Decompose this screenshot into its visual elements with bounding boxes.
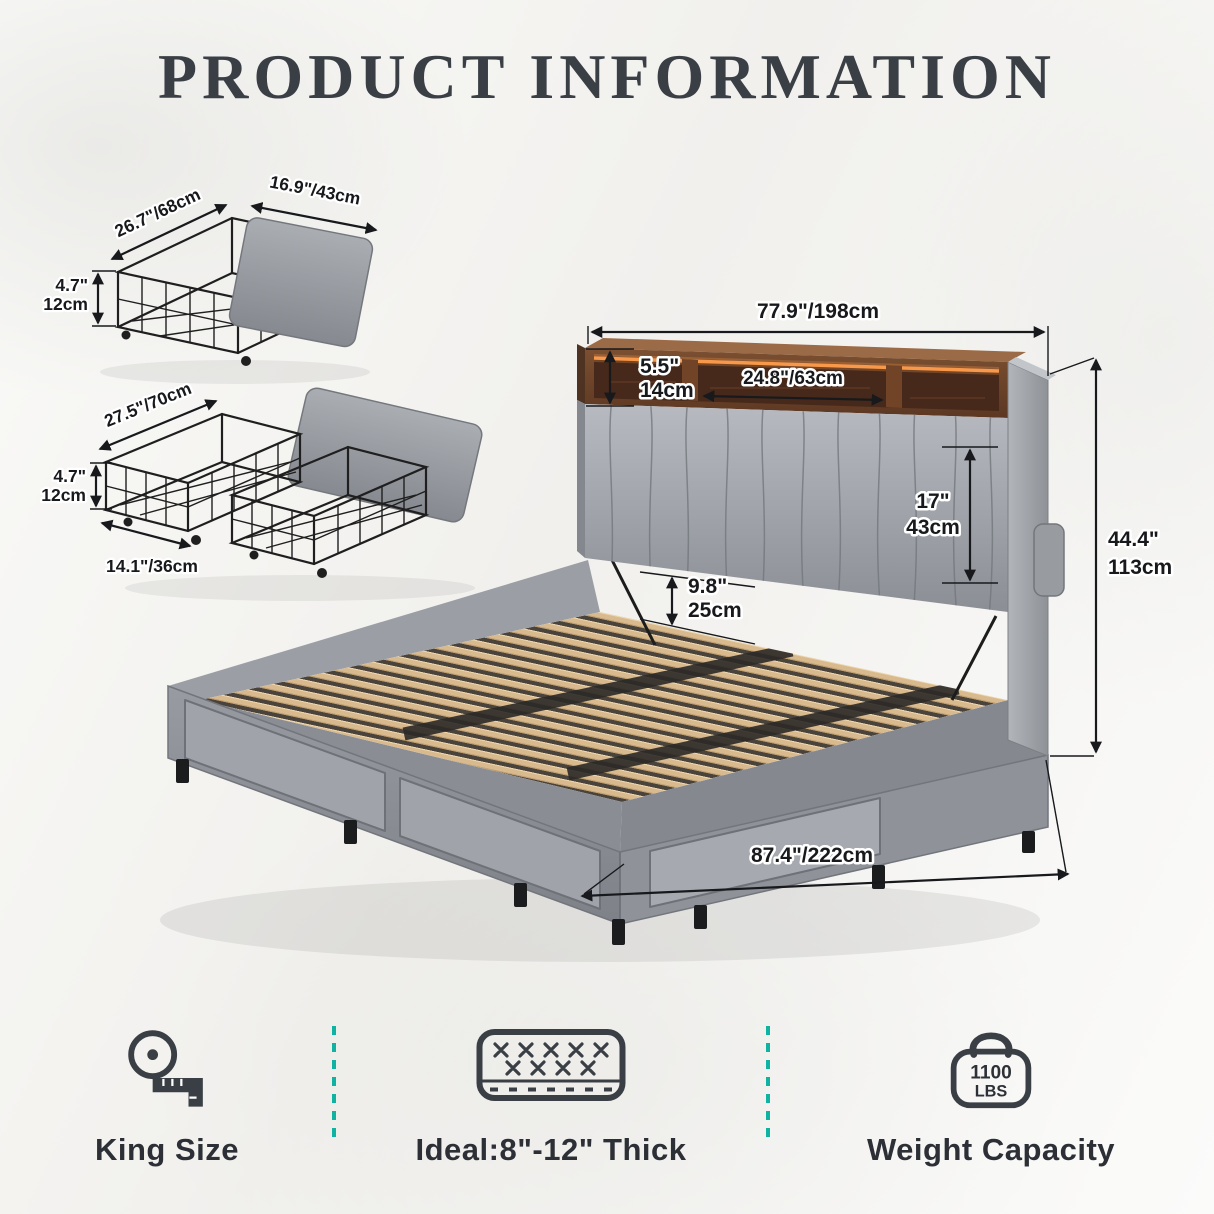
dim-headboard-height-cm: 43cm: [906, 516, 960, 539]
weight-badge-unit: LBS: [975, 1083, 1008, 1101]
dim-bed-width-label: 77.9"/198cm: [757, 300, 879, 323]
large-drawer-figure: 27.5"/70cm 4.7" 12cm 14.1"/36cm: [39, 376, 483, 601]
dim-large-drawer-width-label: 14.1"/36cm: [106, 556, 198, 576]
dim-bed-length: 87.4"/222cm: [580, 759, 1070, 902]
headboard-support-legs: [610, 559, 998, 701]
mattress-icon: [476, 1029, 626, 1101]
dim-shelf-height: 5.5" 14cm: [586, 348, 696, 407]
dim-small-drawer-height-in: 4.7": [55, 275, 88, 295]
dim-total-height: 44.4" 113cm: [1049, 357, 1175, 757]
dim-clearance-in: 9.8": [688, 575, 727, 598]
caster-wheel: [241, 356, 251, 366]
dim-shelf-height-cm: 14cm: [640, 379, 694, 402]
dim-large-drawer-depth-label: 27.5"/70cm: [101, 378, 194, 431]
dim-total-height-in: 44.4": [1108, 528, 1159, 551]
feature-weight-capacity-label: Weight Capacity: [866, 1132, 1116, 1167]
feature-mattress-label: Ideal:8"-12" Thick: [415, 1132, 687, 1167]
slat-platform: [200, 612, 1008, 802]
dim-large-drawer-width: 14.1"/36cm: [100, 519, 200, 578]
wood-grain: [610, 381, 985, 399]
drawer-front-panel: [228, 217, 374, 348]
dim-small-drawer-width-label: 16.9"/43cm: [268, 172, 362, 209]
dim-small-drawer-height: 4.7" 12cm: [41, 270, 116, 327]
caster-wheel: [121, 330, 131, 340]
dim-total-height-cm: 113cm: [1108, 556, 1172, 579]
weight-badge-value: 1100: [970, 1062, 1012, 1083]
divider-dashed: [766, 1026, 770, 1142]
shelf-top: [585, 338, 1026, 362]
cubby-divider: [886, 365, 902, 408]
dim-headboard-height-in: 17": [916, 490, 949, 513]
feature-king-size: King Size: [2, 1012, 332, 1168]
side-pillar-top: [1008, 357, 1056, 380]
dim-large-drawer-height: 4.7" 12cm: [39, 462, 112, 510]
dim-large-drawer-depth: 27.5"/70cm: [98, 376, 218, 451]
dim-clearance-cm: 25cm: [688, 599, 742, 622]
dim-cubby-width: 24.8"/63cm: [702, 366, 884, 406]
dim-large-drawer-height-cm: 12cm: [41, 485, 86, 505]
feature-king-size-label: King Size: [94, 1132, 239, 1167]
metal-rail: [566, 681, 960, 781]
bed-feet: [176, 759, 1035, 945]
bed-dimensions: 77.9"/198cm 5.5" 14cm 24.8"/63cm 17" 43c…: [580, 298, 1175, 902]
dim-small-drawer-depth-label: 26.7"/68cm: [112, 184, 204, 241]
shadow: [125, 575, 475, 601]
dim-clearance: 9.8" 25cm: [639, 571, 756, 645]
bed-figure: [160, 338, 1065, 962]
headboard-cushion: [585, 404, 1008, 612]
feature-mattress: Ideal:8"-12" Thick: [336, 1012, 766, 1168]
headboard-left-edge-fabric: [577, 400, 585, 558]
feature-weight-capacity: 1100 LBS Weight Capacity: [770, 1012, 1212, 1168]
dim-bed-width: 77.9"/198cm: [587, 298, 1049, 376]
divider-dashed: [332, 1026, 336, 1142]
dim-bed-length-label: 87.4"/222cm: [751, 844, 873, 867]
metal-rail: [402, 643, 794, 741]
page-title: PRODUCT INFORMATION: [158, 41, 1056, 112]
dim-cubby-width-label: 24.8"/63cm: [743, 368, 843, 389]
features-bar: King Size Ideal:8"-12" Thick 1100 LBS We…: [0, 1012, 1214, 1168]
cubby-divider: [682, 359, 698, 401]
headboard-left-edge: [577, 344, 585, 404]
small-drawer-figure: 16.9"/43cm 26.7"/68cm 4.7" 12cm: [41, 169, 378, 384]
dim-shelf-height-in: 5.5": [640, 355, 679, 378]
drawer-front: [399, 777, 601, 910]
dim-large-drawer-height-in: 4.7": [53, 466, 86, 486]
drawer-front: [184, 699, 386, 832]
dim-headboard-height: 17" 43cm: [904, 446, 998, 584]
shadow: [100, 360, 370, 384]
footboard-face: [167, 684, 621, 926]
weight-icon: 1100 LBS: [950, 1032, 1032, 1109]
storage-pocket: [1033, 523, 1065, 597]
dim-small-drawer-height-cm: 12cm: [43, 294, 88, 314]
led-strip: [593, 356, 1000, 373]
headboard: [577, 338, 1065, 757]
tape-measure-icon: [128, 1030, 203, 1107]
side-pillar: [1007, 361, 1049, 757]
